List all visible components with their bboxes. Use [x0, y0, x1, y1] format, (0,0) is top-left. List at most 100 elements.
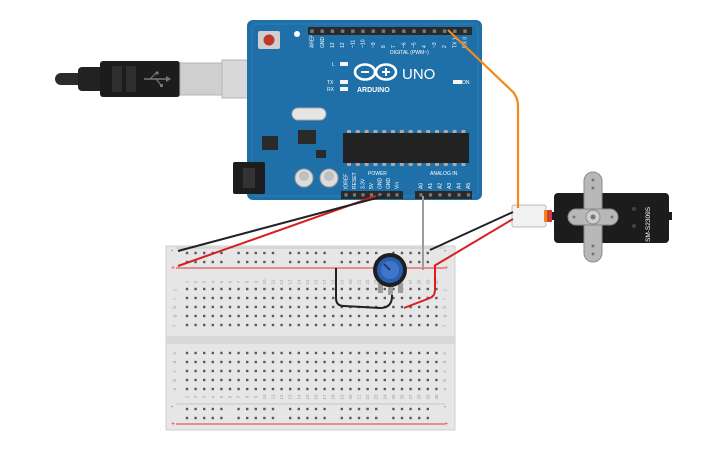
breadboard-hole[interactable]: [366, 360, 369, 364]
breadboard-hole[interactable]: [409, 296, 412, 300]
breadboard-hole[interactable]: [297, 351, 300, 355]
breadboard-hole[interactable]: [375, 296, 378, 300]
breadboard-hole[interactable]: [418, 369, 421, 373]
header-pin[interactable]: [351, 29, 355, 33]
breadboard-hole[interactable]: [280, 369, 283, 373]
breadboard-hole[interactable]: [254, 305, 257, 309]
breadboard-hole[interactable]: [357, 314, 361, 318]
breadboard-hole[interactable]: [357, 260, 361, 264]
header-pin[interactable]: [457, 193, 461, 197]
breadboard-hole[interactable]: [306, 287, 309, 291]
breadboard-hole[interactable]: [263, 369, 266, 373]
breadboard-hole[interactable]: [220, 387, 223, 391]
breadboard-hole[interactable]: [220, 323, 223, 327]
breadboard-hole[interactable]: [392, 305, 395, 309]
breadboard-hole[interactable]: [306, 351, 309, 355]
breadboard-hole[interactable]: [375, 369, 378, 373]
breadboard-hole[interactable]: [194, 351, 197, 355]
breadboard-hole[interactable]: [297, 314, 300, 318]
breadboard-hole[interactable]: [332, 387, 335, 391]
breadboard-hole[interactable]: [237, 260, 240, 264]
header-pin[interactable]: [447, 193, 452, 197]
breadboard-hole[interactable]: [340, 369, 343, 373]
breadboard-hole[interactable]: [409, 314, 412, 318]
breadboard-hole[interactable]: [400, 323, 404, 327]
breadboard-hole[interactable]: [203, 287, 206, 291]
breadboard-hole[interactable]: [246, 287, 249, 291]
breadboard-hole[interactable]: [228, 351, 232, 355]
breadboard-hole[interactable]: [400, 251, 404, 255]
breadboard-hole[interactable]: [194, 323, 197, 327]
breadboard-hole[interactable]: [203, 416, 206, 420]
breadboard-hole[interactable]: [323, 305, 326, 309]
breadboard-hole[interactable]: [211, 360, 214, 364]
breadboard-hole[interactable]: [254, 296, 257, 300]
breadboard-hole[interactable]: [435, 287, 438, 291]
breadboard-hole[interactable]: [246, 323, 249, 327]
breadboard-hole[interactable]: [392, 251, 395, 255]
breadboard-hole[interactable]: [194, 360, 197, 364]
breadboard-hole[interactable]: [409, 360, 412, 364]
breadboard-hole[interactable]: [185, 387, 189, 391]
breadboard-hole[interactable]: [349, 351, 352, 355]
breadboard-hole[interactable]: [203, 260, 206, 264]
breadboard-hole[interactable]: [185, 351, 189, 355]
servo-horn[interactable]: [567, 171, 619, 263]
breadboard-hole[interactable]: [280, 360, 283, 364]
breadboard-hole[interactable]: [314, 296, 318, 300]
breadboard-hole[interactable]: [280, 387, 283, 391]
breadboard-hole[interactable]: [237, 323, 240, 327]
breadboard-hole[interactable]: [349, 378, 352, 382]
breadboard-hole[interactable]: [254, 314, 257, 318]
breadboard-hole[interactable]: [271, 351, 275, 355]
breadboard-hole[interactable]: [306, 387, 309, 391]
breadboard-hole[interactable]: [254, 407, 257, 411]
breadboard-hole[interactable]: [418, 287, 421, 291]
breadboard-hole[interactable]: [211, 351, 214, 355]
breadboard-hole[interactable]: [237, 287, 240, 291]
breadboard-hole[interactable]: [237, 407, 240, 411]
breadboard-hole[interactable]: [332, 360, 335, 364]
breadboard-hole[interactable]: [237, 360, 240, 364]
breadboard-hole[interactable]: [357, 378, 361, 382]
breadboard-hole[interactable]: [306, 378, 309, 382]
breadboard-hole[interactable]: [203, 323, 206, 327]
breadboard-hole[interactable]: [349, 387, 352, 391]
breadboard-hole[interactable]: [349, 296, 352, 300]
header-pin[interactable]: [432, 29, 437, 33]
breadboard-hole[interactable]: [383, 378, 386, 382]
breadboard-hole[interactable]: [220, 360, 223, 364]
breadboard-hole[interactable]: [297, 260, 300, 264]
breadboard-hole[interactable]: [400, 360, 404, 364]
breadboard-hole[interactable]: [237, 416, 240, 420]
breadboard-hole[interactable]: [400, 387, 404, 391]
servo-motor[interactable]: SM-S2309S: [548, 171, 672, 263]
breadboard-hole[interactable]: [297, 287, 300, 291]
breadboard-hole[interactable]: [280, 296, 283, 300]
breadboard-hole[interactable]: [418, 305, 421, 309]
breadboard-hole[interactable]: [211, 305, 214, 309]
breadboard-hole[interactable]: [349, 369, 352, 373]
breadboard-hole[interactable]: [211, 416, 214, 420]
breadboard-hole[interactable]: [211, 314, 214, 318]
breadboard-hole[interactable]: [314, 260, 318, 264]
breadboard-hole[interactable]: [306, 369, 309, 373]
breadboard-hole[interactable]: [211, 287, 214, 291]
breadboard-hole[interactable]: [375, 351, 378, 355]
breadboard-hole[interactable]: [289, 287, 292, 291]
breadboard-hole[interactable]: [297, 407, 300, 411]
breadboard-hole[interactable]: [271, 296, 275, 300]
breadboard-hole[interactable]: [323, 351, 326, 355]
breadboard-hole[interactable]: [349, 287, 352, 291]
breadboard-hole[interactable]: [375, 314, 378, 318]
breadboard-hole[interactable]: [383, 323, 386, 327]
breadboard-hole[interactable]: [289, 305, 292, 309]
header-pin[interactable]: [463, 29, 467, 33]
breadboard-hole[interactable]: [392, 360, 395, 364]
breadboard-hole[interactable]: [185, 287, 189, 291]
breadboard-hole[interactable]: [366, 287, 369, 291]
breadboard-hole[interactable]: [271, 378, 275, 382]
breadboard-hole[interactable]: [228, 314, 232, 318]
breadboard-hole[interactable]: [323, 387, 326, 391]
breadboard-hole[interactable]: [332, 351, 335, 355]
